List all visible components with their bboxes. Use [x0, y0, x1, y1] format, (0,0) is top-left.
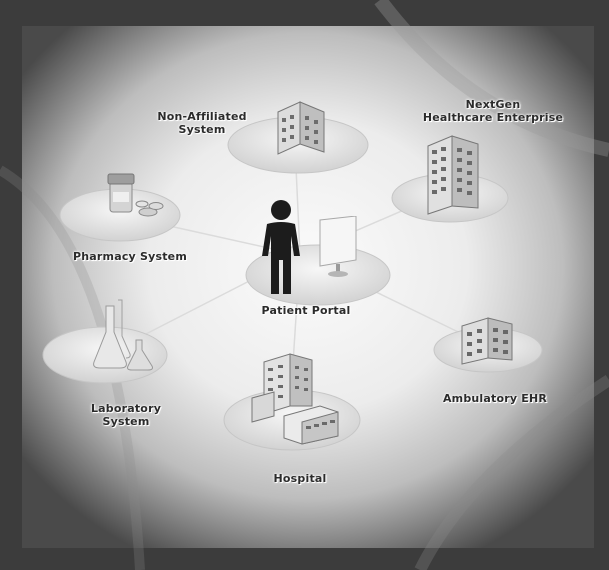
node-label-ambulatory-ehr: Ambulatory EHR — [430, 392, 560, 405]
tall-office-building-icon — [427, 135, 479, 215]
label-line: Hospital — [273, 472, 327, 485]
label-line: NextGen — [465, 98, 521, 111]
node-label-pharmacy-system: Pharmacy System — [60, 250, 200, 263]
label-line: Non-Affiliated — [157, 110, 247, 123]
node-label-hospital: Hospital — [250, 472, 350, 485]
node-label-patient-portal: Patient Portal — [246, 304, 366, 317]
label-line: Pharmacy System — [73, 250, 187, 263]
person-icon — [262, 200, 300, 294]
lab-flasks-icon — [93, 299, 153, 371]
hospital-building-icon — [251, 353, 339, 445]
pill-bottle-icon — [107, 173, 164, 217]
node-label-nextgen-healthcare-enterprise: NextGen Healthcare Enterprise — [418, 98, 568, 124]
label-line: Healthcare Enterprise — [422, 111, 564, 124]
office-building-icon — [277, 101, 325, 155]
label-line: Ambulatory EHR — [442, 392, 548, 405]
label-line: Patient Portal — [261, 304, 351, 317]
computer-monitor-icon — [319, 216, 357, 277]
clinic-building-icon — [461, 317, 513, 365]
label-line: Laboratory — [90, 402, 162, 415]
label-line: System — [102, 415, 150, 428]
node-label-laboratory-system: Laboratory System — [66, 402, 186, 428]
label-line: System — [178, 123, 226, 136]
node-label-non-affiliated-system: Non-Affiliated System — [132, 110, 272, 136]
